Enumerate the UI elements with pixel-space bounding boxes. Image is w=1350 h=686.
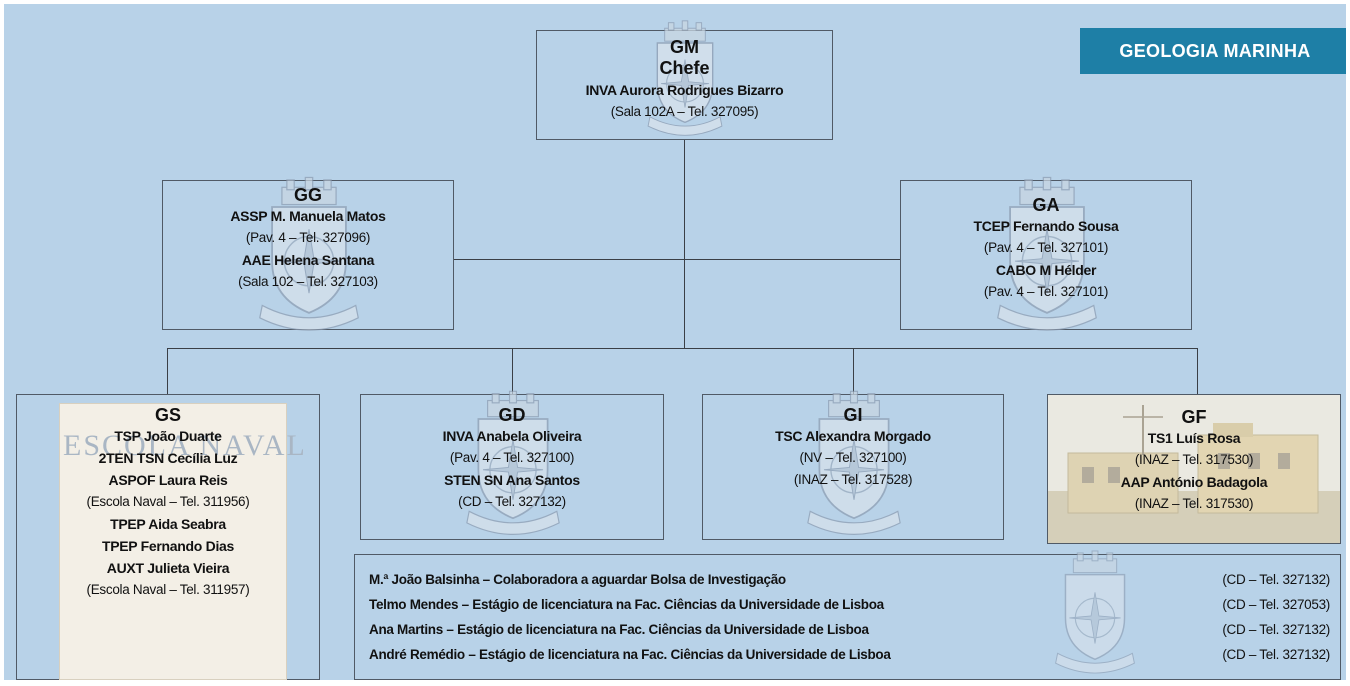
node-gd-name1: INVA Anabela Oliveira [442,428,582,444]
node-gs-phone2: (Escola Naval – Tel. 311957) [86,582,250,597]
building-photo [1048,395,1340,543]
node-gf: GF TS1 Luís Rosa (INAZ – Tel. 317530) AA… [1047,394,1341,544]
node-gs-name2: 2TEN TSN Cecília Luz [98,450,238,466]
note-text: André Remédio – Estágio de licenciatura … [369,647,891,662]
connector-chief-down [684,140,685,348]
node-gd: GD INVA Anabela Oliveira (Pav. 4 – Tel. … [360,390,664,540]
notes-box: M.ª João Balsinha – Colaboradora a aguar… [354,550,1341,680]
node-gs-name5: TPEP Fernando Dias [101,538,235,554]
node-gf-phone2: (INAZ – Tel. 317530) [1134,496,1254,511]
node-gs-name3: ASPOF Laura Reis [108,472,228,488]
node-gm-code: GM [670,37,699,57]
node-gm-name: INVA Aurora Rodrigues Bizarro [585,82,784,98]
note-row: M.ª João Balsinha – Colaboradora a aguar… [369,569,1330,591]
note-phone: (CD – Tel. 327132) [1222,647,1330,662]
node-gf-name1: TS1 Luís Rosa [1147,430,1241,446]
node-gg-name2: AAE Helena Santana [241,252,375,268]
title-badge: GEOLOGIA MARINHA [1080,28,1346,74]
note-phone: (CD – Tel. 327132) [1222,622,1330,637]
note-text: Telmo Mendes – Estágio de licenciatura n… [369,597,884,612]
note-row: Ana Martins – Estágio de licenciatura na… [369,619,1330,641]
node-gd-phone2: (CD – Tel. 327132) [458,494,566,509]
node-gi: GI TSC Alexandra Morgado (NV – Tel. 3271… [702,390,1004,540]
node-gm: GM Chefe INVA Aurora Rodrigues Bizarro (… [536,20,833,140]
node-ga-code: GA [1032,195,1060,215]
node-gg-name1: ASSP M. Manuela Matos [230,208,386,224]
node-gm-phone: (Sala 102A – Tel. 327095) [610,104,759,119]
node-ga-phone2: (Pav. 4 – Tel. 327101) [983,284,1109,299]
gs-background-word: ESCOLA NAVAL [63,429,307,462]
node-gg-code: GG [293,185,322,205]
node-gs-name4: TPEP Aida Seabra [110,516,226,532]
node-ga-name2: CABO M Hélder [995,262,1097,278]
note-phone: (CD – Tel. 327053) [1222,597,1330,612]
node-gs-name1: TSP João Duarte [114,428,222,444]
note-phone: (CD – Tel. 327132) [1222,572,1330,587]
node-gs-phone1: (Escola Naval – Tel. 311956) [86,494,250,509]
note-text: M.ª João Balsinha – Colaboradora a aguar… [369,572,786,587]
node-gs: ESCOLA NAVAL GS TSP João Duarte 2TEN TSN… [16,394,320,680]
connector-bottom-bus [167,348,1197,349]
node-gd-code: GD [498,405,526,425]
node-gm-role: Chefe [659,58,710,78]
node-gg-phone2: (Sala 102 – Tel. 327103) [238,274,378,289]
connector-gi [853,348,854,394]
note-text: Ana Martins – Estágio de licenciatura na… [369,622,869,637]
connector-gf [1197,348,1198,394]
connector-gs [167,348,168,394]
node-gd-phone1: (Pav. 4 – Tel. 327100) [449,450,575,465]
node-gf-name2: AAP António Badagola [1120,474,1268,490]
node-gd-name2: STEN SN Ana Santos [444,472,580,488]
node-ga-name1: TCEP Fernando Sousa [973,218,1119,234]
note-row: Telmo Mendes – Estágio de licenciatura n… [369,594,1330,616]
node-gi-phone1: (NV – Tel. 327100) [799,450,907,465]
connector-gd [512,348,513,394]
org-chart-canvas: GEOLOGIA MARINHA GM Chefe INVA Aurora Ro… [4,4,1346,680]
node-gi-code: GI [843,405,863,425]
node-gf-phone1: (INAZ – Tel. 317530) [1134,452,1254,467]
node-gf-code: GF [1181,407,1207,427]
node-ga: GA TCEP Fernando Sousa (Pav. 4 – Tel. 32… [900,176,1192,331]
node-gs-code: GS [154,405,181,425]
note-row: André Remédio – Estágio de licenciatura … [369,644,1330,666]
node-gs-name6: AUXT Julieta Vieira [106,560,230,576]
gs-photo-panel [59,403,287,680]
node-ga-phone1: (Pav. 4 – Tel. 327101) [983,240,1109,255]
connector-gg-ga [454,259,900,260]
node-gi-name1: TSC Alexandra Morgado [775,428,931,444]
node-gg: GG ASSP M. Manuela Matos (Pav. 4 – Tel. … [162,176,454,331]
node-gi-phone2: (INAZ – Tel. 317528) [793,472,913,487]
node-gg-phone1: (Pav. 4 – Tel. 327096) [245,230,371,245]
